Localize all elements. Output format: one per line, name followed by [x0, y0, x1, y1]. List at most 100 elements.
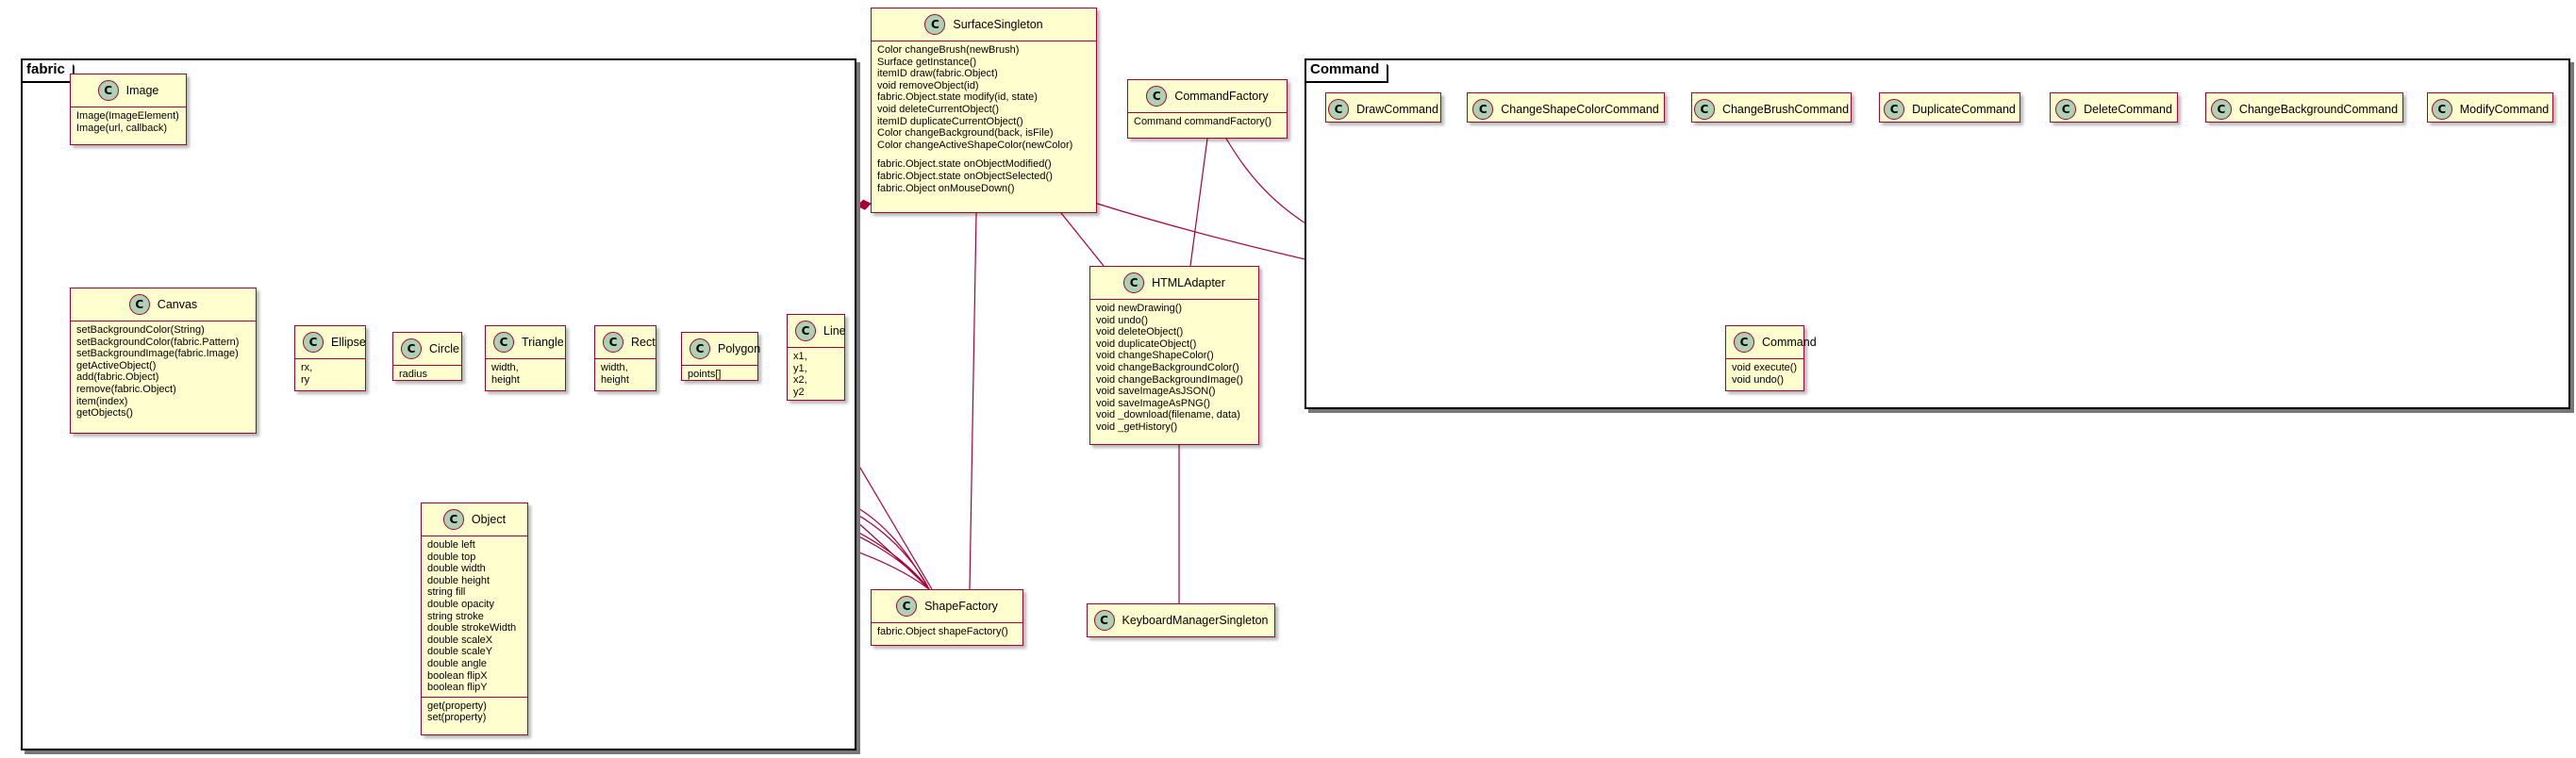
member: y2 [793, 386, 805, 398]
member: void _download(filename, data) [1096, 409, 1240, 421]
class-name: ModifyCommand [2459, 103, 2550, 116]
class-members: void newDrawing() void undo() void delet… [1090, 299, 1258, 437]
package-fabric-label: fabric [21, 58, 75, 83]
class-icon: C [442, 509, 464, 530]
member: double scaleX [427, 634, 493, 646]
member: Color changeBrush(newBrush) [877, 44, 1020, 56]
class-icon: C [303, 332, 324, 353]
member: setBackgroundImage(fabric.Image) [76, 348, 239, 360]
member: double width [427, 563, 486, 575]
member: double height [427, 574, 490, 586]
member: x2, [793, 374, 807, 387]
class-icon: C [795, 321, 816, 341]
class-name: DuplicateCommand [1912, 103, 2016, 116]
class-icon: C [924, 14, 946, 35]
class-icon: C [128, 294, 150, 315]
class-members: Color changeBrush(newBrush) Surface getI… [872, 41, 1096, 197]
member: void deleteObject() [1096, 326, 1184, 338]
class-name: DeleteCommand [2084, 103, 2172, 116]
member: Color changeBackground(back, isFile) [877, 127, 1054, 140]
class-icon: C [1472, 99, 1494, 120]
member: double opacity [427, 598, 494, 610]
edge-commandfactory-htmladapter [1189, 138, 1208, 267]
member: radius [399, 369, 427, 380]
class-members: Image(ImageElement) Image(url, callback) [71, 107, 186, 137]
class-name: Ellipse [331, 336, 366, 349]
member: void execute() [1732, 362, 1798, 373]
member: fabric.Object.state onObjectSelected() [877, 170, 1053, 182]
class-icon: C [493, 332, 514, 353]
class-methods: get(property) set(property) [422, 696, 527, 727]
class-icon: C [2431, 99, 2452, 120]
member: void saveImageAsJSON() [1096, 386, 1216, 398]
member: void saveImageAsPNG() [1096, 397, 1211, 409]
member: void undo() [1096, 314, 1149, 326]
class-fields: double left double top double width doub… [422, 536, 527, 697]
class-change-brush-command[interactable]: C ChangeBrushCommand [1691, 92, 1852, 123]
member: void changeShapeColor() [1096, 350, 1214, 362]
member: void _getHistory() [1096, 420, 1178, 433]
member: add(fabric.Object) [76, 371, 159, 384]
class-modify-command[interactable]: C ModifyCommand [2427, 92, 2553, 123]
class-members: points[] [682, 365, 757, 384]
member: void duplicateObject() [1096, 338, 1197, 350]
member: Command commandFactory() [1134, 116, 1272, 127]
class-members: setBackgroundColor(String) setBackground… [71, 321, 256, 422]
member: Color changeActiveShapeColor(newColor) [877, 139, 1073, 151]
class-name: ChangeBrushCommand [1721, 103, 1850, 116]
member: fabric.Object.state modify(id, state) [877, 91, 1038, 104]
class-change-shape-color-command[interactable]: C ChangeShapeColorCommand [1467, 92, 1665, 123]
class-name: ChangeShapeColorCommand [1501, 103, 1659, 116]
class-members: width, height [595, 358, 656, 388]
class-name: Command [1762, 336, 1817, 349]
member: ry [301, 373, 310, 386]
member: itemID duplicateCurrentObject() [877, 115, 1023, 127]
member: set(property) [427, 712, 487, 724]
class-name: Canvas [157, 298, 198, 311]
member: Image(ImageElement) [76, 110, 179, 122]
class-icon: C [690, 338, 710, 359]
member: void newDrawing() [1096, 303, 1183, 314]
class-icon: C [1146, 86, 1168, 107]
class-name: Polygon [718, 342, 761, 355]
class-icon: C [1693, 99, 1715, 120]
edge-surface-htmladapter [1060, 212, 1105, 267]
class-icon: C [1123, 272, 1145, 293]
class-icon: C [1093, 610, 1115, 631]
member: fabric.Object shapeFactory() [877, 626, 1008, 637]
member: void changeBackgroundColor() [1096, 361, 1239, 373]
class-canvas[interactable]: C Canvas setBackgroundColor(String) setBa… [70, 288, 257, 434]
class-polygon[interactable]: C Polygon points[] [681, 332, 761, 384]
member: string fill [427, 586, 466, 599]
class-name: Rect [631, 336, 656, 349]
member: setBackgroundColor(fabric.Pattern) [76, 336, 240, 348]
member: remove(fabric.Object) [76, 383, 176, 395]
member: itemID draw(fabric.Object) [877, 68, 998, 80]
member: void deleteCurrentObject() [877, 103, 1000, 115]
edge-surface-shapefactory [969, 212, 977, 590]
package-command-label: Command [1305, 58, 1388, 83]
member: Image(url, callback) [76, 122, 167, 134]
member: item(index) [76, 395, 128, 407]
class-icon: C [1328, 99, 1350, 120]
member: width, [601, 362, 628, 373]
member: setBackgroundColor(String) [76, 324, 205, 336]
member: double top [427, 551, 476, 563]
